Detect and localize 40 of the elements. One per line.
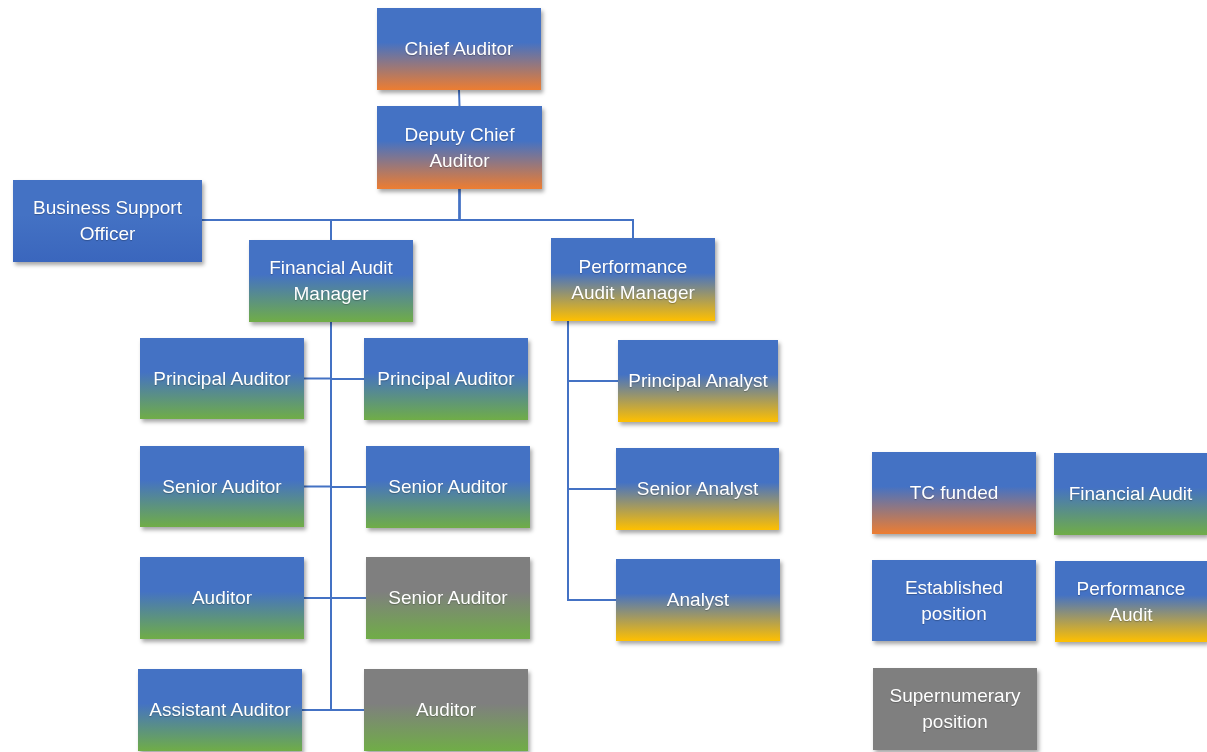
- connector-line: [567, 320, 617, 601]
- position-box: [551, 238, 715, 321]
- position-title: Senior Auditor: [162, 474, 282, 499]
- position-title: Senior Analyst: [636, 477, 759, 502]
- position-title: Principal Auditor: [377, 367, 515, 392]
- position-box: [364, 338, 528, 420]
- position-box: [364, 669, 528, 751]
- position-title: Business Support Officer: [32, 196, 183, 246]
- position-box: [13, 180, 202, 262]
- position-title: Chief Auditor: [404, 37, 514, 62]
- position-title: Auditor: [415, 698, 477, 723]
- position-box: [140, 557, 304, 639]
- position-box: [366, 446, 530, 528]
- position-box: [138, 669, 302, 751]
- position-box: [616, 448, 779, 530]
- position-box: [140, 338, 304, 419]
- position-box: [140, 446, 304, 527]
- position-box: [249, 240, 413, 322]
- position-title: Senior Auditor: [388, 475, 508, 500]
- legend-label: Established position: [903, 575, 1005, 626]
- position-box: [616, 559, 780, 641]
- legend-label: TC funded: [909, 481, 999, 506]
- position-title: Performance Audit Manager: [570, 254, 696, 305]
- legend-label: Supernumerary position: [888, 684, 1022, 734]
- connector-line: [458, 188, 634, 239]
- position-title: Assistant Auditor: [149, 698, 291, 723]
- position-box: [618, 340, 778, 422]
- connector-line: [458, 89, 461, 107]
- legend-label: Financial Audit: [1068, 482, 1193, 507]
- position-box: [366, 557, 530, 639]
- position-title: Senior Auditor: [388, 586, 508, 611]
- position-box: [377, 8, 541, 90]
- position-title: Analyst: [666, 588, 730, 613]
- position-title: Principal Analyst: [628, 369, 768, 394]
- position-title: Auditor: [191, 586, 253, 611]
- position-box: [377, 106, 542, 189]
- position-title: Financial Audit Manager: [268, 256, 394, 306]
- position-title: Principal Auditor: [153, 366, 291, 391]
- position-title: Deputy Chief Auditor: [403, 122, 516, 173]
- legend-label: Performance Audit: [1075, 576, 1187, 627]
